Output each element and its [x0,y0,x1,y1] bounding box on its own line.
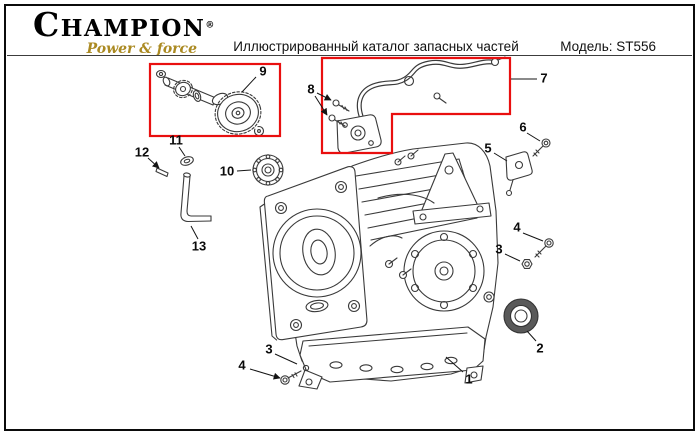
part-callout-7: 7 [540,71,547,86]
part-callout-13: 13 [192,239,206,254]
leader-line [445,356,464,373]
registered-mark-icon: ® [205,20,215,31]
leader-line [316,92,332,101]
oil-pan [298,326,486,390]
leader-line [178,146,186,157]
breather-bolts [328,99,350,127]
leader-line [147,157,160,169]
header-divider [7,55,692,56]
leader-line [190,225,199,240]
engine-illustration [155,56,554,390]
part-callout-5: 5 [484,141,491,156]
part-callout-8: 8 [307,82,314,97]
washer-pos11 [180,156,194,166]
highlight-box [148,62,282,138]
nut-pos3-right [521,259,533,269]
oil-seal [503,298,539,334]
pin-pos12 [155,167,169,178]
leader-line [236,169,252,172]
breather-tube-assembly [336,56,506,154]
part-callout-11: 11 [169,133,183,148]
part-callout-1: 1 [465,372,472,387]
leader-line [526,330,537,342]
part-callout-6: 6 [519,120,526,135]
part-callout-9: 9 [259,64,266,79]
part-callout-3: 3 [495,242,502,257]
brand-logo: CHAMPION® Power & force [33,5,214,58]
leader-line [522,232,544,242]
bolt-pos6 [532,138,551,157]
leader-line [526,132,541,142]
model-label: Модель: ST556 [560,39,656,54]
front-flange [259,166,368,341]
leader-line [241,76,257,93]
camshaft-assembly [155,69,265,137]
oil-sensor-bracket [505,151,533,197]
highlight-box [320,56,512,155]
leader-line [493,152,508,162]
brand-wordmark: CHAMPION® [33,5,214,44]
leader-line [314,95,328,116]
page-title: Иллюстрированный каталог запасных частей [233,39,519,54]
leader-line [274,353,298,365]
part-callout-2: 2 [536,341,543,356]
pipe-pos13 [180,172,212,223]
bolt-pos4-left [280,364,310,385]
part-callout-4: 4 [513,220,521,235]
brand-tagline: Power & force [86,41,197,58]
leader-line [249,368,281,380]
bolt-pos4-right [534,238,554,258]
ball-bearing [252,154,284,186]
brand-text: CHAMPION [33,5,206,44]
part-callout-3: 3 [265,342,272,357]
leader-line [504,253,521,262]
part-callout-12: 12 [135,145,149,160]
part-callout-4: 4 [238,358,246,373]
part-callout-10: 10 [220,164,234,179]
